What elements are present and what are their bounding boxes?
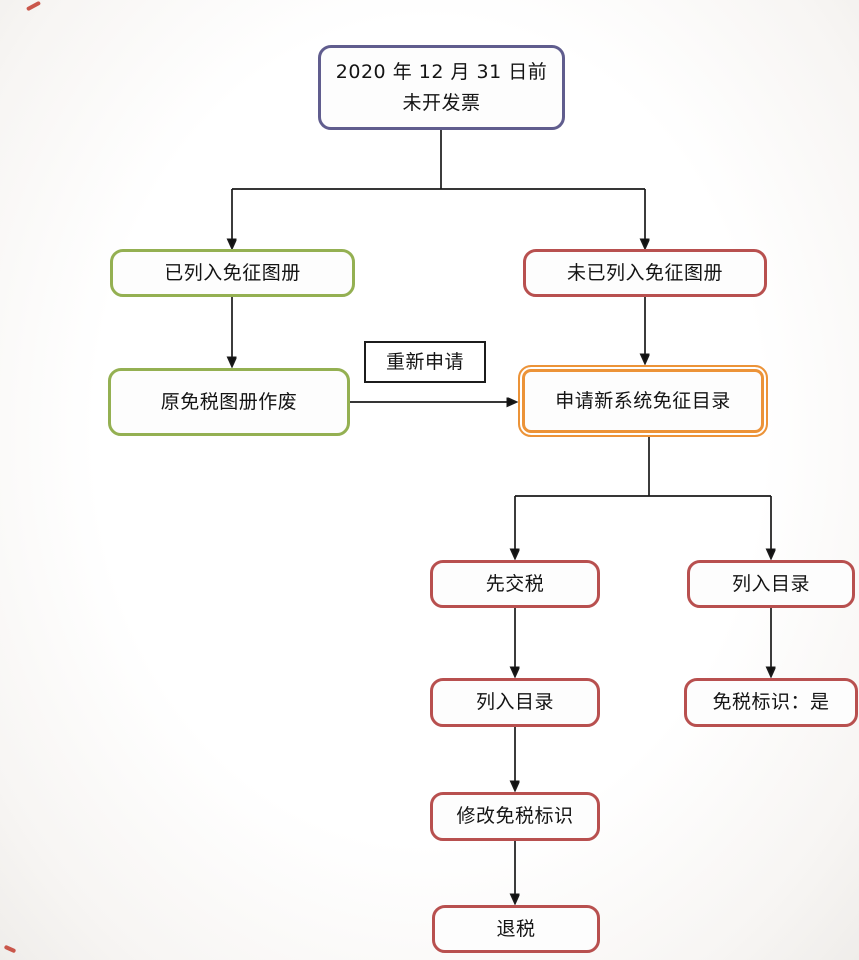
node-old-atlas-invalidated: 原免税图册作废 — [108, 368, 350, 436]
node-listed-in-catalog-left: 列入目录 — [430, 678, 600, 727]
node-pay-tax-first: 先交税 — [430, 560, 600, 608]
node-not-listed-in-exemption-atlas: 未已列入免征图册 — [523, 249, 767, 297]
node-start: 2020 年 12 月 31 日前 未开发票 — [318, 45, 565, 130]
corner-mark — [3, 944, 17, 954]
node-listed-in-catalog-right: 列入目录 — [687, 560, 855, 608]
label-reapply: 重新申请 — [364, 341, 486, 383]
node-apply-new-system-exemption-catalog: 申请新系统免征目录 — [518, 365, 768, 437]
node-modify-exemption-flag: 修改免税标识 — [430, 792, 600, 841]
node-listed-in-exemption-atlas: 已列入免征图册 — [110, 249, 355, 297]
node-tax-refund: 退税 — [432, 905, 600, 953]
node-exemption-flag-yes: 免税标识：是 — [684, 678, 858, 727]
corner-mark — [25, 0, 42, 12]
